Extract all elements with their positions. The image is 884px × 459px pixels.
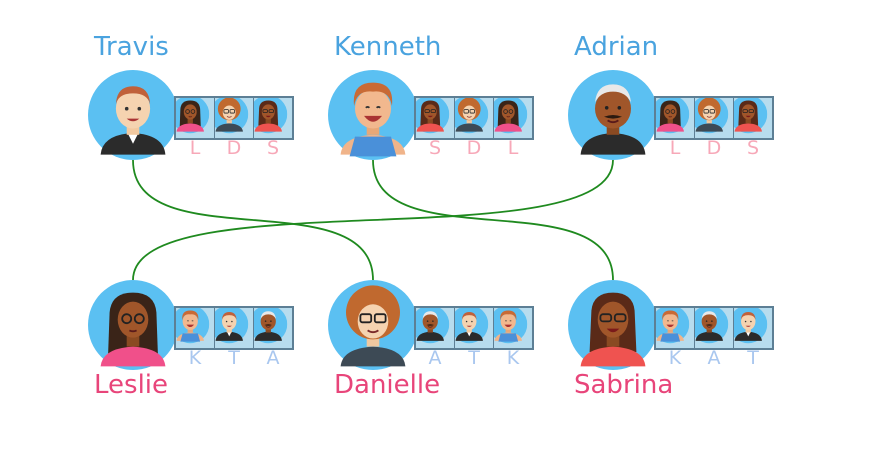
man-curly-hair-overalls-mini-avatar-icon	[494, 308, 532, 348]
man-gray-hair-mustache-avatar-icon	[568, 70, 658, 160]
woman-long-hair-glasses-mini-avatar-icon	[176, 98, 214, 138]
preference-adrian: A	[253, 308, 292, 368]
person-name: Kenneth	[334, 32, 442, 62]
preference-leslie: L	[656, 98, 694, 158]
preference-kenneth: K	[493, 308, 532, 368]
preference-danielle: D	[454, 98, 493, 158]
man-short-hair-black-hoodie-mini-avatar-icon	[215, 308, 253, 348]
preference-sabrina: S	[733, 98, 772, 158]
preference-sabrina: S	[416, 98, 454, 158]
man-short-hair-black-hoodie-avatar-icon	[88, 70, 178, 160]
man-short-hair-black-hoodie-mini-avatar-icon	[455, 308, 493, 348]
preference-initial: L	[507, 137, 519, 159]
man-gray-hair-mustache-mini-avatar-icon	[416, 308, 454, 348]
preference-initial: D	[706, 137, 722, 159]
preference-danielle: D	[214, 98, 253, 158]
preference-initial: S	[428, 137, 442, 159]
woman-long-hair-glasses-hoodie-avatar-icon	[568, 280, 658, 370]
woman-curly-hair-glasses-mini-avatar-icon	[215, 98, 253, 138]
preference-initial: K	[668, 347, 682, 369]
preference-initial: S	[746, 137, 760, 159]
preference-initial: K	[188, 347, 202, 369]
preference-initial: S	[266, 137, 280, 159]
preference-sabrina: S	[253, 98, 292, 158]
woman-curly-hair-glasses-avatar-icon	[328, 280, 418, 370]
person-name: Sabrina	[574, 370, 674, 400]
preference-initial: A	[428, 347, 442, 369]
preference-adrian: A	[694, 308, 733, 368]
woman-long-hair-glasses-hoodie-mini-avatar-icon	[254, 98, 292, 138]
man-short-hair-black-hoodie-mini-avatar-icon	[734, 308, 772, 348]
match-line-kenneth-sabrina	[372, 159, 614, 281]
man-gray-hair-mustache-mini-avatar-icon	[695, 308, 733, 348]
preference-initial: L	[189, 137, 201, 159]
woman-curly-hair-glasses-mini-avatar-icon	[695, 98, 733, 138]
preference-danielle: D	[694, 98, 733, 158]
woman-long-hair-glasses-mini-avatar-icon	[656, 98, 694, 138]
preference-travis: T	[454, 308, 493, 368]
preference-initial: T	[747, 347, 759, 369]
man-gray-hair-mustache-mini-avatar-icon	[254, 308, 292, 348]
woman-long-hair-glasses-hoodie-mini-avatar-icon	[416, 98, 454, 138]
person-name: Leslie	[94, 370, 169, 400]
woman-curly-hair-glasses-mini-avatar-icon	[455, 98, 493, 138]
person-name: Adrian	[574, 32, 659, 62]
preference-kenneth: K	[656, 308, 694, 368]
person-name: Travis	[94, 32, 169, 62]
woman-long-hair-glasses-hoodie-mini-avatar-icon	[734, 98, 772, 138]
man-curly-hair-overalls-avatar-icon	[328, 70, 418, 160]
preference-adrian: A	[416, 308, 454, 368]
preference-kenneth: K	[176, 308, 214, 368]
preference-leslie: L	[176, 98, 214, 158]
preference-initial: A	[266, 347, 280, 369]
preference-travis: T	[733, 308, 772, 368]
woman-long-hair-glasses-avatar-icon	[88, 280, 178, 370]
preference-initial: L	[669, 137, 681, 159]
preference-initial: T	[228, 347, 240, 369]
person-name: Danielle	[334, 370, 441, 400]
preference-initial: A	[707, 347, 721, 369]
man-curly-hair-overalls-mini-avatar-icon	[656, 308, 694, 348]
match-line-travis-danielle	[132, 159, 374, 281]
preference-initial: D	[466, 137, 482, 159]
preference-initial: K	[506, 347, 520, 369]
preference-initial: D	[226, 137, 242, 159]
match-line-adrian-leslie	[132, 159, 614, 281]
woman-long-hair-glasses-mini-avatar-icon	[494, 98, 532, 138]
preference-leslie: L	[493, 98, 532, 158]
preference-initial: T	[468, 347, 480, 369]
man-curly-hair-overalls-mini-avatar-icon	[176, 308, 214, 348]
preference-travis: T	[214, 308, 253, 368]
